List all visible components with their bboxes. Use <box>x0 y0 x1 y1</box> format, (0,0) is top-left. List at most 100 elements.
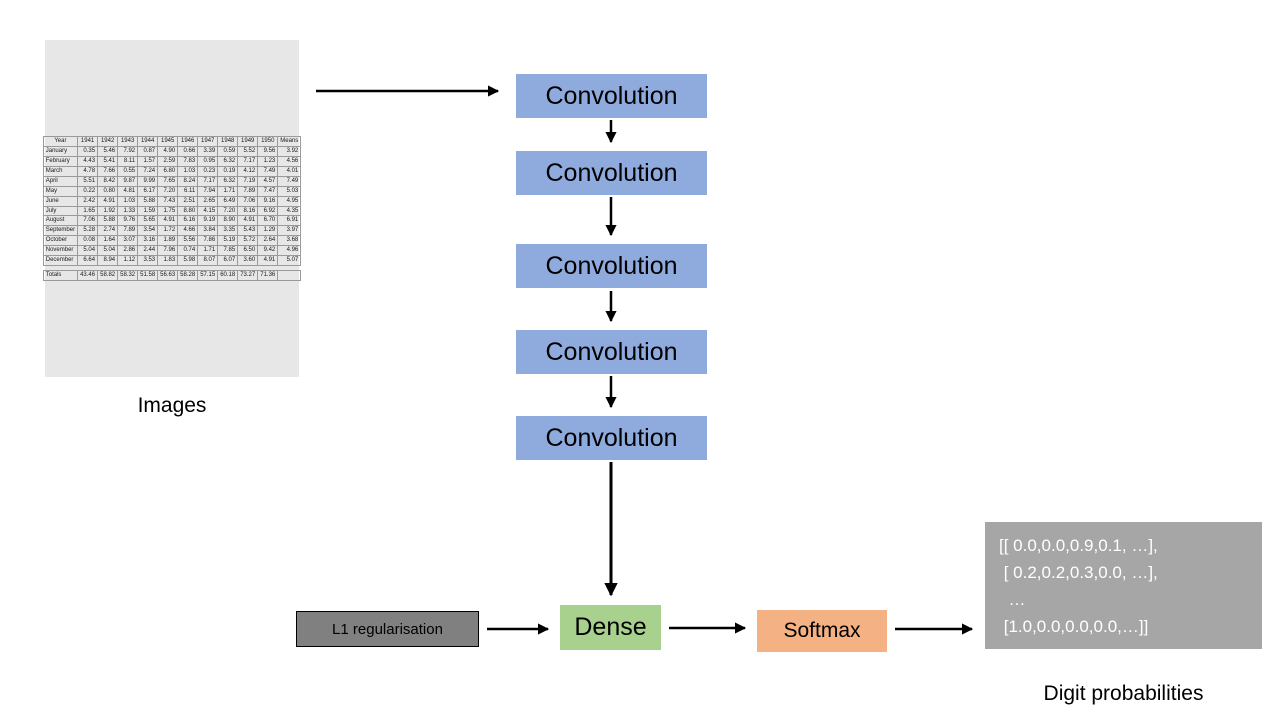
table-cell: 5.72 <box>237 235 259 247</box>
table-cell: 4.91 <box>157 215 179 227</box>
table-cell: 9.87 <box>117 175 139 187</box>
table-cell: 8.42 <box>97 175 119 187</box>
table-cell: 0.35 <box>77 146 99 158</box>
table-cell: 1.71 <box>217 185 239 197</box>
table-cell: 9.16 <box>257 195 279 207</box>
table-cell: 4.91 <box>257 254 279 266</box>
table-cell: 5.07 <box>277 254 302 266</box>
table-cell: 1.72 <box>157 225 179 237</box>
table-cell: 5.88 <box>137 195 159 207</box>
table-cell: 1945 <box>157 136 179 148</box>
l1-regularisation-node: L1 regularisation <box>296 611 479 647</box>
dense-node: Dense <box>560 605 661 650</box>
table-cell: 4.81 <box>117 185 139 197</box>
table-cell: 7.17 <box>197 175 219 187</box>
table-cell: November <box>42 245 79 256</box>
table-cell: 6.32 <box>217 156 239 167</box>
table-cell: 7.47 <box>257 185 279 197</box>
table-cell: 1.89 <box>157 235 179 247</box>
table-cell: 5.98 <box>177 254 199 266</box>
table-cell: 71.36 <box>257 269 279 281</box>
table-cell: 7.92 <box>117 146 139 158</box>
table-cell: 6.49 <box>217 195 239 207</box>
table-cell: 8.80 <box>177 205 199 217</box>
table-cell: 3.16 <box>137 235 159 247</box>
table-cell: 5.46 <box>97 146 119 158</box>
table-cell: 6.11 <box>177 185 199 197</box>
table-cell: 58.82 <box>97 269 119 281</box>
table-cell: 5.04 <box>77 245 99 256</box>
table-cell: 4.12 <box>237 165 259 177</box>
table-cell: 6.91 <box>277 215 302 227</box>
table-cell: Year <box>42 136 79 148</box>
table-cell: 7.43 <box>157 195 179 207</box>
table-cell: 58.28 <box>177 269 199 281</box>
table-cell: 4.95 <box>277 195 302 207</box>
table-cell: 5.41 <box>97 156 119 167</box>
table-cell: 5.51 <box>77 175 99 187</box>
table-cell: 1941 <box>77 136 99 148</box>
table-cell: 9.19 <box>197 215 219 227</box>
conv-layer-3: Convolution <box>516 244 707 288</box>
table-cell: May <box>42 185 79 197</box>
table-cell: 1.03 <box>117 195 139 207</box>
table-cell: 4.66 <box>177 225 199 237</box>
table-cell: 5.65 <box>137 215 159 227</box>
table-cell: July <box>42 205 79 217</box>
conv-layer-4: Convolution <box>516 330 707 374</box>
table-cell: 60.18 <box>217 269 239 281</box>
table-cell: 0.22 <box>77 185 99 197</box>
table-cell: 7.24 <box>137 165 159 177</box>
table-cell: 1.03 <box>177 165 199 177</box>
output-line: … <box>999 590 1026 609</box>
output-matrix: [[ 0.0,0.0,0.9,0.1, …], [ 0.2,0.2,0.3,0.… <box>985 522 1262 649</box>
table-cell: 7.83 <box>177 156 199 167</box>
table-cell: 1942 <box>97 136 119 148</box>
table-cell: 56.63 <box>157 269 179 281</box>
table-cell: 6.70 <box>257 215 279 227</box>
table-cell: 7.86 <box>197 235 219 247</box>
table-cell: Means <box>277 136 302 148</box>
table-cell: 0.08 <box>77 235 99 247</box>
conv-layer-2: Convolution <box>516 151 707 195</box>
table-cell: 5.43 <box>237 225 259 237</box>
table-cell: 1949 <box>237 136 259 148</box>
table-cell: 2.59 <box>157 156 179 167</box>
table-cell: August <box>42 215 79 227</box>
table-cell: 7.19 <box>237 175 259 187</box>
table-cell: 1.83 <box>157 254 179 266</box>
table-cell: 4.35 <box>277 205 302 217</box>
table-cell: 6.50 <box>237 245 259 256</box>
table-cell: 1.33 <box>117 205 139 217</box>
table-cell: 4.56 <box>277 156 302 167</box>
table-cell: 51.58 <box>137 269 159 281</box>
table-cell: 4.43 <box>77 156 99 167</box>
table-cell: 4.91 <box>237 215 259 227</box>
table-cell: 58.32 <box>117 269 139 281</box>
table-cell: 9.42 <box>257 245 279 256</box>
table-cell: 5.03 <box>277 185 302 197</box>
table-cell: 1.71 <box>197 245 219 256</box>
table-cell: 3.84 <box>197 225 219 237</box>
table-cell: 8.90 <box>217 215 239 227</box>
table-cell: 5.52 <box>237 146 259 158</box>
conv-layer-5: Convolution <box>516 416 707 460</box>
table-cell: 5.28 <box>77 225 99 237</box>
table-cell: 6.80 <box>157 165 179 177</box>
table-cell: 8.16 <box>237 205 259 217</box>
table-cell: 4.78 <box>77 165 99 177</box>
table-cell: 4.57 <box>257 175 279 187</box>
table-cell: 7.49 <box>277 175 302 187</box>
conv-layer-1: Convolution <box>516 74 707 118</box>
table-cell: 1943 <box>117 136 139 148</box>
table-cell: 3.53 <box>137 254 159 266</box>
table-cell: 3.39 <box>197 146 219 158</box>
table-cell: 3.92 <box>277 146 302 158</box>
table-cell: 8.07 <box>197 254 219 266</box>
table-cell: 4.91 <box>97 195 119 207</box>
table-cell: 1.23 <box>257 156 279 167</box>
table-cell: 5.04 <box>97 245 119 256</box>
